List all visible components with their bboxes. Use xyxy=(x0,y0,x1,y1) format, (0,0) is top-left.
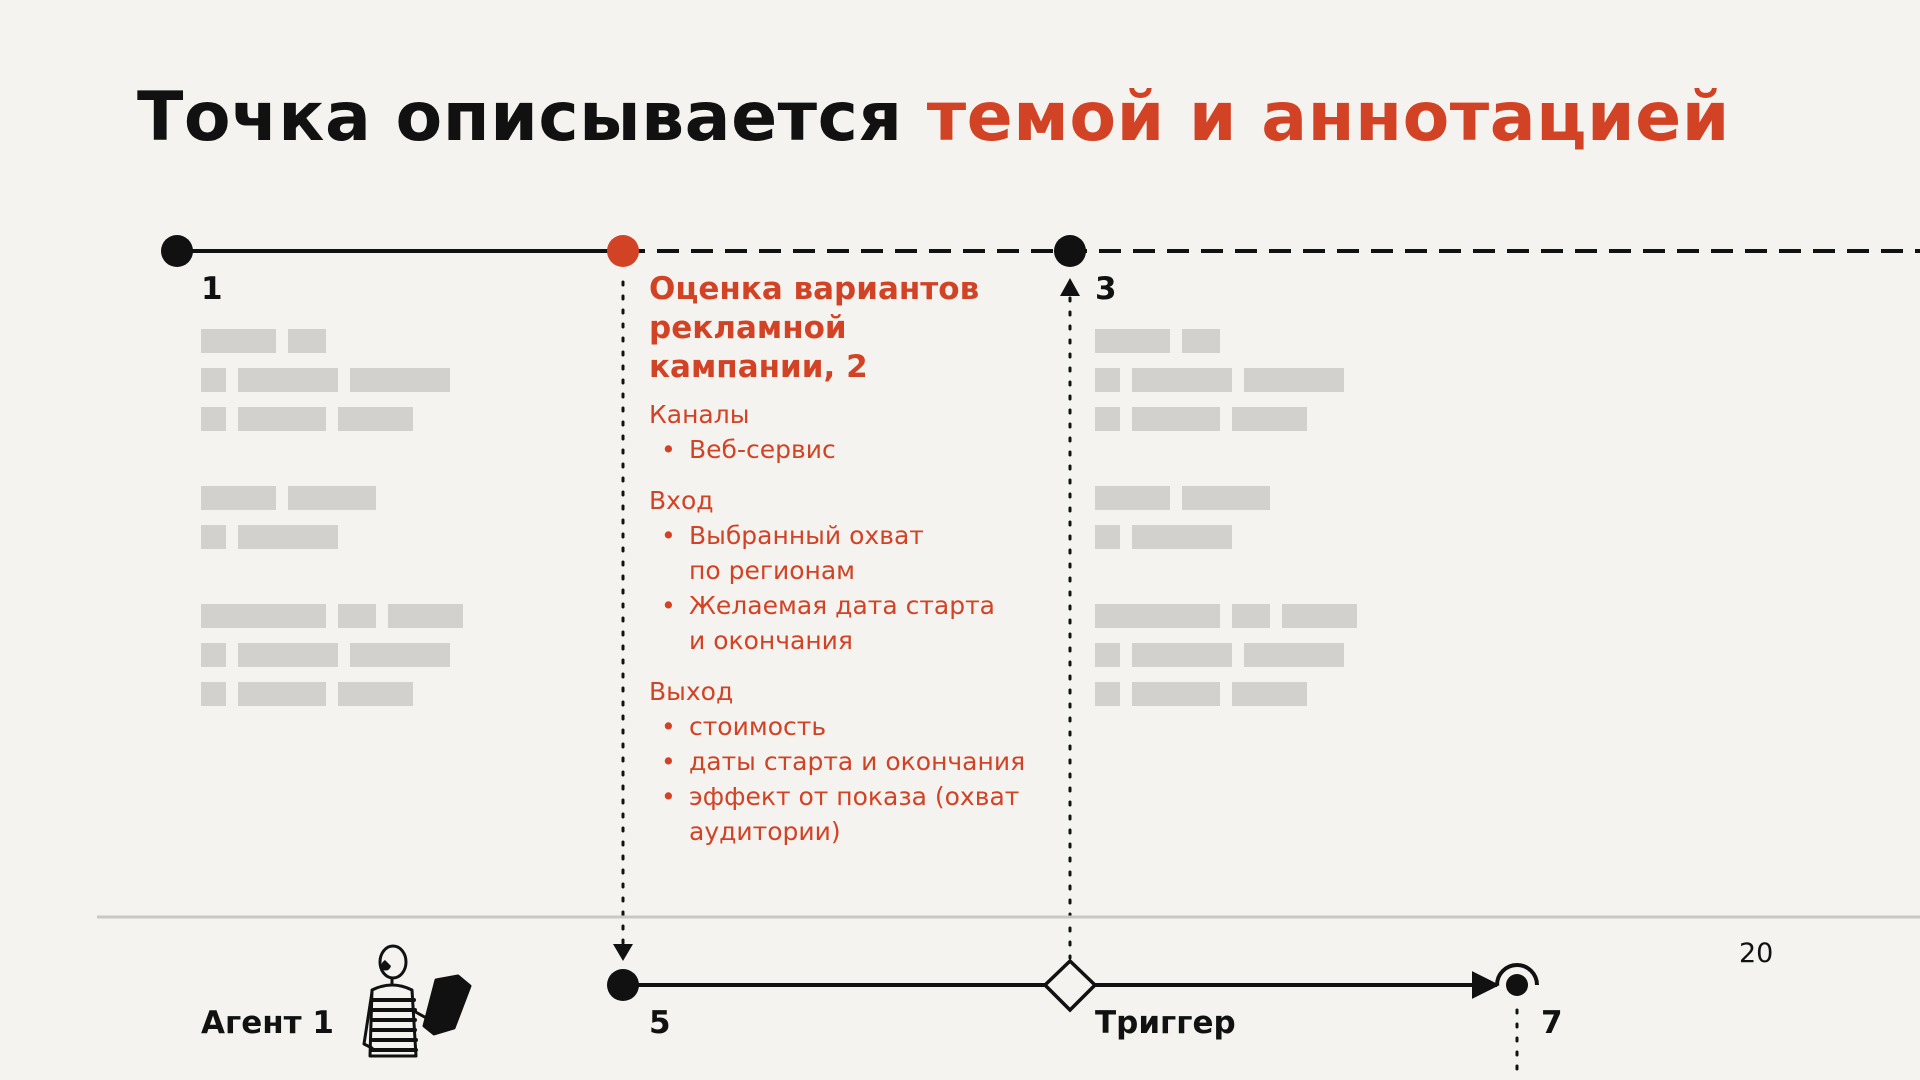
stage-number-3: 3 xyxy=(1095,271,1117,307)
title-accent: темой и аннотацией xyxy=(926,78,1730,157)
placeholder-bar xyxy=(1232,604,1270,628)
point-2-annotation: Оценка вариантов рекламной кампании, 2 К… xyxy=(649,270,1069,865)
placeholder-bar xyxy=(1132,643,1232,667)
section-label-channels: Каналы xyxy=(649,400,750,429)
arrow-down-to-5 xyxy=(613,944,633,961)
placeholder-bar xyxy=(201,407,226,431)
annotation-title-line: кампании, 2 xyxy=(649,349,868,385)
placeholder-bar xyxy=(1095,643,1120,667)
placeholder-bar xyxy=(388,604,463,628)
placeholder-bar xyxy=(201,329,276,353)
stage-number-7: 7 xyxy=(1541,1005,1563,1041)
annotation-title: Оценка вариантов рекламной кампании, 2 xyxy=(649,270,1069,387)
placeholder-bar xyxy=(201,604,326,628)
bullet-glyph: • xyxy=(661,521,676,550)
placeholder-bar xyxy=(238,368,338,392)
section-label-input: Вход xyxy=(649,486,714,515)
point-2-highlighted xyxy=(607,235,639,267)
bullet-glyph: • xyxy=(661,591,676,620)
placeholder-bar xyxy=(338,682,413,706)
list-item-line: по регионам xyxy=(689,556,856,585)
bullet-glyph: • xyxy=(661,747,676,776)
placeholder-bar xyxy=(201,682,226,706)
placeholder-bar xyxy=(288,486,376,510)
list-item-line: даты старта и окончания xyxy=(689,747,1026,776)
point-3 xyxy=(1054,235,1086,267)
placeholder-bar xyxy=(1132,682,1220,706)
point-1 xyxy=(161,235,193,267)
annotation-title-line: Оценка вариантов xyxy=(649,271,980,307)
end-point-arc xyxy=(1495,963,1539,986)
point-7 xyxy=(1506,974,1528,996)
placeholder-bar xyxy=(238,643,338,667)
placeholder-bar xyxy=(201,643,226,667)
list-item-line: эффект от показа (охват xyxy=(689,782,1020,811)
list-item-line: аудитории) xyxy=(689,817,841,846)
list-item-line: Выбранный охват xyxy=(689,521,924,550)
placeholder-bar xyxy=(1095,682,1120,706)
placeholder-bar xyxy=(1232,682,1307,706)
agent-with-tablet-icon xyxy=(362,944,472,1058)
list-item: • даты старта и окончания xyxy=(649,744,1069,779)
list-item-line: Желаемая дата старта xyxy=(689,591,995,620)
placeholder-bar xyxy=(1095,407,1120,431)
placeholder-bar xyxy=(1132,368,1232,392)
agent-label: Агент 1 xyxy=(201,1005,334,1041)
annotation-title-line: рекламной xyxy=(649,310,847,346)
list-item-line: стоимость xyxy=(689,712,827,741)
page-number: 20 xyxy=(1739,938,1774,969)
trigger-diamond xyxy=(1042,958,1098,1013)
placeholder-bar xyxy=(238,682,326,706)
placeholder-bar xyxy=(1095,604,1220,628)
placeholder-bar xyxy=(1282,604,1357,628)
placeholder-bar xyxy=(1095,329,1170,353)
point-5 xyxy=(607,969,639,1001)
placeholder-bar xyxy=(338,407,413,431)
input-list: • Выбранный охват по регионам • Желаемая… xyxy=(649,518,1069,658)
placeholder-bar xyxy=(350,368,450,392)
bullet-glyph: • xyxy=(661,712,676,741)
placeholder-bar xyxy=(338,604,376,628)
arrow-up-to-3 xyxy=(1060,278,1080,296)
placeholder-bar xyxy=(1244,368,1344,392)
title-plain: Точка описывается xyxy=(137,78,927,157)
placeholder-bar xyxy=(201,486,276,510)
channels-list: • Веб-сервис xyxy=(649,432,1069,467)
stage-number-1: 1 xyxy=(201,271,223,307)
section-label-output: Выход xyxy=(649,677,734,706)
bullet-glyph: • xyxy=(661,782,676,811)
placeholder-bar xyxy=(238,525,338,549)
placeholder-bar xyxy=(1132,525,1232,549)
placeholder-bar xyxy=(1095,368,1120,392)
output-list: • стоимость • даты старта и окончания • … xyxy=(649,709,1069,849)
trigger-label: Триггер xyxy=(1095,1005,1236,1041)
placeholder-bar xyxy=(1182,329,1220,353)
stage-number-5: 5 xyxy=(649,1005,671,1041)
placeholder-bar xyxy=(1095,525,1120,549)
list-item: • Веб-сервис xyxy=(649,432,1069,467)
bullet-glyph: • xyxy=(661,435,676,464)
placeholder-bar xyxy=(238,407,326,431)
placeholder-bar xyxy=(201,368,226,392)
placeholder-bar xyxy=(1132,407,1220,431)
placeholder-bar xyxy=(201,525,226,549)
list-item: • стоимость xyxy=(649,709,1069,744)
slide-title: Точка описывается темой и аннотацией xyxy=(137,78,1730,157)
list-item: • эффект от показа (охват аудитории) xyxy=(649,779,1069,849)
list-item: • Выбранный охват по регионам xyxy=(649,518,1069,588)
placeholder-bar xyxy=(1182,486,1270,510)
list-item: • Желаемая дата старта и окончания xyxy=(649,588,1069,658)
placeholder-bar xyxy=(1244,643,1344,667)
placeholder-bar xyxy=(288,329,326,353)
placeholder-bar xyxy=(1095,486,1170,510)
list-item-line: и окончания xyxy=(689,626,853,655)
placeholder-bar xyxy=(1232,407,1307,431)
placeholder-bar xyxy=(350,643,450,667)
list-item-line: Веб-сервис xyxy=(689,435,836,464)
